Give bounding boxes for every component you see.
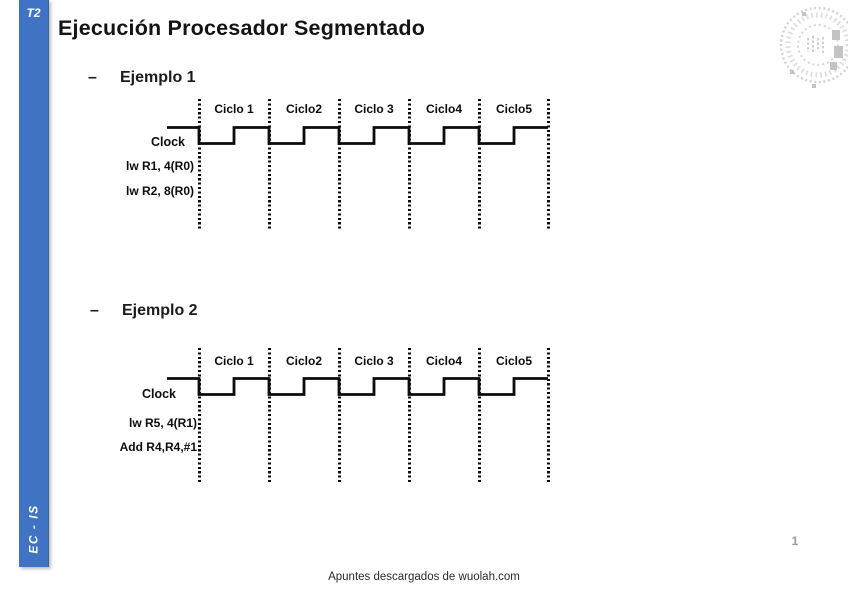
clock-waveform bbox=[167, 377, 548, 396]
cycle-label: Ciclo4 bbox=[425, 354, 462, 368]
instruction-label: lw R2, 8(R0) bbox=[125, 184, 194, 198]
cycle-boundary bbox=[268, 99, 271, 230]
example-1-label: Ejemplo 1 bbox=[120, 69, 196, 86]
cycle-boundary bbox=[338, 99, 341, 230]
example-1-heading: – Ejemplo 1 bbox=[88, 69, 196, 87]
cycle-label: Ciclo5 bbox=[495, 102, 532, 116]
instruction-label: lw R5, 4(R1) bbox=[128, 416, 197, 430]
cycle-label: Ciclo2 bbox=[285, 354, 322, 368]
sidebar: T2 EC - IS bbox=[19, 0, 49, 567]
instruction-label: Add R4,R4,#1 bbox=[119, 440, 197, 454]
university-seal-icon bbox=[779, 6, 848, 88]
cycle-boundary bbox=[338, 348, 341, 482]
download-footer: Apuntes descargados de wuolah.com bbox=[328, 571, 520, 583]
bullet-dash: – bbox=[90, 302, 99, 319]
clock-waveform bbox=[167, 126, 548, 145]
instruction-label: lw R1, 4(R0) bbox=[125, 159, 194, 173]
clock-signal-label: Clock bbox=[141, 387, 176, 401]
cycle-boundary bbox=[198, 99, 201, 230]
cycle-label: Ciclo 1 bbox=[214, 102, 254, 116]
cycle-label: Ciclo2 bbox=[285, 102, 322, 116]
course-code-label: EC - IS bbox=[26, 504, 41, 554]
cycle-label: Ciclo 1 bbox=[214, 354, 254, 368]
cycle-boundary bbox=[478, 348, 481, 482]
cycle-boundary bbox=[198, 348, 201, 482]
cycle-boundary bbox=[547, 348, 550, 482]
sidebar-footer-wrap: EC - IS bbox=[19, 493, 48, 565]
cycle-label: Ciclo5 bbox=[495, 354, 532, 368]
slide-title: Ejecución Procesador Segmentado bbox=[58, 16, 426, 40]
cycle-label: Ciclo 3 bbox=[354, 102, 394, 116]
cycle-boundary bbox=[408, 99, 411, 230]
example-2-label: Ejemplo 2 bbox=[122, 302, 198, 319]
clock-signal-label: Clock bbox=[150, 135, 185, 149]
cycle-label: Ciclo 3 bbox=[354, 354, 394, 368]
cycle-boundary bbox=[547, 99, 550, 230]
bullet-dash: – bbox=[88, 69, 97, 86]
example-2-heading: – Ejemplo 2 bbox=[90, 302, 198, 320]
topic-tag: T2 bbox=[26, 6, 41, 20]
cycle-boundary bbox=[268, 348, 271, 482]
page-number: 1 bbox=[791, 534, 799, 548]
cycle-boundary bbox=[478, 99, 481, 230]
cycle-label: Ciclo4 bbox=[425, 102, 462, 116]
cycle-boundary bbox=[408, 348, 411, 482]
